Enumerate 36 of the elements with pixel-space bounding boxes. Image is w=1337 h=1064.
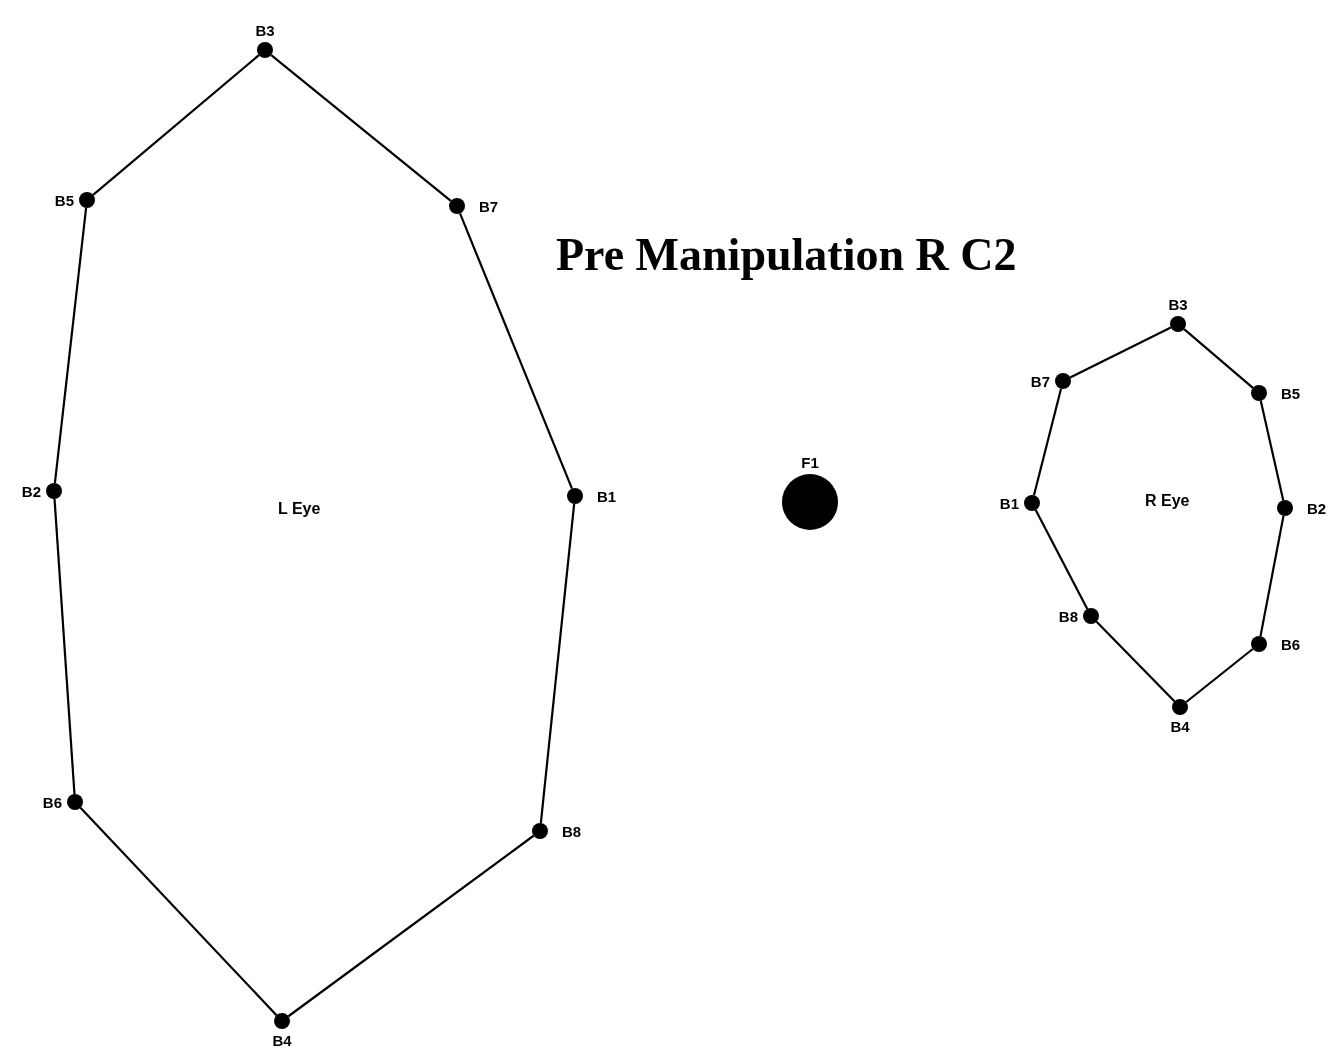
outline-line bbox=[459, 213, 573, 489]
diagram-title: Pre Manipulation R C2 bbox=[556, 228, 1017, 281]
outline-line bbox=[270, 54, 452, 202]
outline-line bbox=[53, 498, 76, 795]
outline-line bbox=[53, 207, 88, 484]
point-label: B2 bbox=[1307, 499, 1327, 517]
point-label: B7 bbox=[479, 197, 499, 215]
outline-line bbox=[1095, 620, 1176, 703]
outline-line bbox=[1032, 388, 1063, 496]
point-label: B1 bbox=[999, 494, 1019, 512]
point-label: B3 bbox=[1168, 296, 1188, 313]
outline-line bbox=[1069, 326, 1172, 379]
point-label: F1 bbox=[801, 454, 819, 471]
point-label: B7 bbox=[1030, 372, 1050, 390]
outline-line bbox=[92, 54, 260, 196]
outline-line bbox=[1034, 509, 1089, 610]
outline-line bbox=[79, 807, 278, 1016]
point-label: B4 bbox=[272, 1032, 292, 1049]
point-label: B8 bbox=[562, 822, 582, 840]
point-label: B6 bbox=[42, 793, 62, 811]
point-label: B1 bbox=[597, 487, 617, 505]
outline-line bbox=[1185, 648, 1254, 703]
outline-line bbox=[1259, 515, 1285, 637]
outline-line bbox=[287, 834, 535, 1018]
outline-line bbox=[539, 503, 576, 824]
point-label: B8 bbox=[1058, 607, 1078, 625]
point-label: B6 bbox=[1281, 635, 1301, 653]
outline-line bbox=[1183, 328, 1254, 389]
point-label: B3 bbox=[255, 22, 275, 39]
region-label: R Eye bbox=[1145, 492, 1190, 510]
outline-line bbox=[1259, 400, 1285, 501]
point-label: B4 bbox=[1170, 718, 1190, 735]
point-label: B2 bbox=[21, 482, 41, 500]
point-label: B5 bbox=[54, 191, 74, 209]
point-label: B5 bbox=[1281, 384, 1301, 402]
region-label: L Eye bbox=[278, 500, 321, 518]
